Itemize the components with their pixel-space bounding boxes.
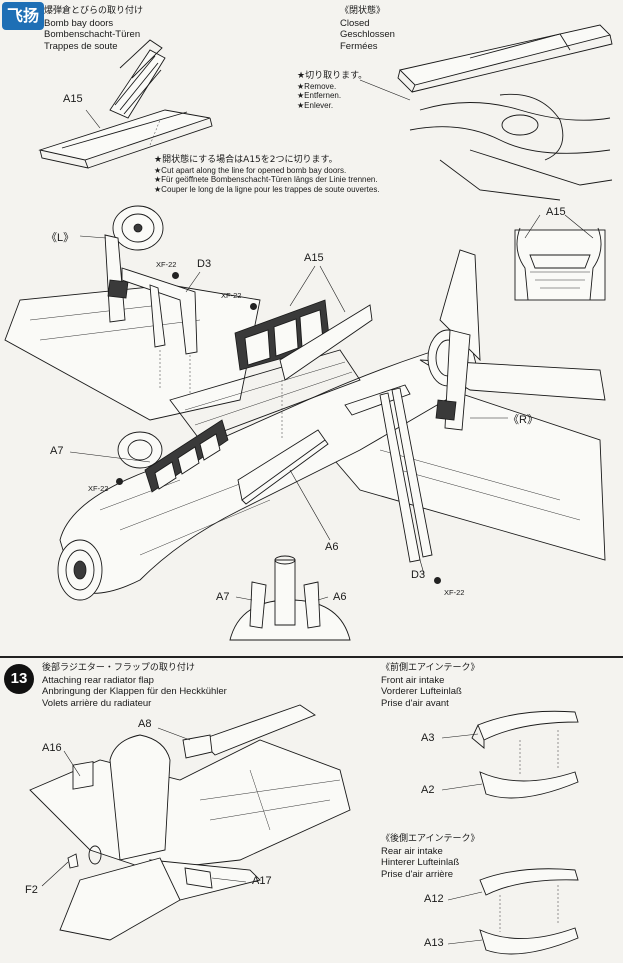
a15-inset-drawing [514,214,606,301]
step-13-title-de: Anbringung der Klappen für den Heckkühle… [42,686,227,697]
front-intake-title-jp: 《前側エアインテーク》 [381,663,480,673]
label-a15-center: A15 [304,252,324,264]
section-divider [0,656,623,658]
label-a15-top: A15 [63,93,83,105]
step-13-title-en: Attaching rear radiator flap [42,674,154,686]
closed-title-jp: 《閉状態》 [340,6,386,16]
watermark-logo: 飞扬 [2,2,44,30]
closed-title-fr: Fermées [340,40,378,52]
bomb-bay-title-de: Bombenschacht-Türen [44,29,141,40]
paint-dot-2 [250,303,257,310]
cut-note: ★開状態にする場合はA15を2つに切ります。 ★Cut apart along … [154,155,380,194]
paint-dot-4 [434,577,441,584]
cut-note-en: ★Cut apart along the line for opened bom… [154,165,347,175]
gear-door-detail-drawing [229,555,351,641]
bomb-bay-title-jp: 爆弾倉とびらの取り付け [44,6,144,16]
front-intake-title: 《前側エアインテーク》 Front air intake Vorderer Lu… [381,663,480,709]
a15-open-doors-drawing [234,265,373,440]
step-13-badge: 13 [4,664,34,694]
closed-title-en: Closed [340,17,370,29]
rear-intake-title-jp: 《後側エアインテーク》 [381,834,480,844]
label-f2: F2 [25,884,38,896]
label-a8: A8 [138,718,152,730]
left-gear-drawing [79,205,201,395]
closed-bay-drawing [359,24,613,201]
cut-note-de: ★Für geöffnete Bombenschacht-Türen längs… [154,175,378,184]
remove-note-jp: ★切り取ります。 [297,71,368,81]
paint-dot-1 [172,272,179,279]
front-intake-title-de: Vorderer Lufteinlaß [381,686,462,697]
bomb-bay-title-en: Bomb bay doors [44,17,114,29]
bomb-bay-title-fr: Trappes de soute [44,40,118,52]
paint-dot-3 [116,478,123,485]
label-left: 《L》 [46,232,75,244]
label-a15-right: A15 [546,206,566,218]
label-a3: A3 [421,732,435,744]
a6-door-drawing [237,429,331,541]
label-a2: A2 [421,784,435,796]
cut-note-fr: ★Couper le long de la ligne pour les tra… [154,184,380,194]
remove-note: ★切り取ります。 ★Remove. ★Entfernen. ★Enlever. [297,71,368,110]
label-d3-top: D3 [197,258,212,270]
right-gear-drawing [344,329,508,575]
label-a7-left: A7 [50,445,64,457]
label-a7-bottom: A7 [216,591,230,603]
rear-intake-title-en: Rear air intake [381,845,443,857]
rear-intake-drawing [447,868,579,955]
bomb-bay-title: 爆弾倉とびらの取り付け Bomb bay doors Bombenschacht… [44,6,143,52]
label-a13: A13 [424,937,444,949]
step-13-title-fr: Volets arrière du radiateur [42,697,152,709]
label-d3-bottom: D3 [411,569,426,581]
a7-door-drawing [69,419,229,493]
label-a16: A16 [42,742,62,754]
label-a12: A12 [424,893,444,905]
label-a17: A17 [252,875,272,887]
front-intake-title-en: Front air intake [381,674,445,686]
a15-door-drawing [38,39,213,169]
rear-intake-title-fr: Prise d'air arrière [381,868,454,880]
closed-title: 《閉状態》 Closed Geschlossen Fermées [340,6,395,52]
paint-xf22-3: XF-22 [88,484,109,493]
remove-note-en: ★Remove. [297,81,337,91]
label-right: 《R》 [508,414,538,426]
label-a6-center: A6 [325,541,339,553]
remove-note-de: ★Entfernen. [297,91,342,100]
rear-intake-title: 《後側エアインテーク》 Rear air intake Hinterer Luf… [381,834,480,880]
closed-title-de: Geschlossen [340,29,395,40]
step-13-title-jp: 後部ラジエター・フラップの取り付け [42,663,195,673]
front-intake-title-fr: Prise d'air avant [381,697,449,709]
front-intake-drawing [441,710,579,799]
paint-xf22-4: XF-22 [444,588,465,597]
tail-assembly-drawing [29,704,351,941]
paint-xf22-2: XF-22 [221,291,242,300]
cut-note-jp: ★開状態にする場合はA15を2つに切ります。 [154,155,338,165]
paint-xf22-1: XF-22 [156,260,177,269]
step-13-title: 後部ラジエター・フラップの取り付け Attaching rear radiato… [42,663,227,709]
label-a6-bottom: A6 [333,591,347,603]
remove-note-fr: ★Enlever. [297,100,334,110]
rear-intake-title-de: Hinterer Lufteinlaß [381,857,460,868]
